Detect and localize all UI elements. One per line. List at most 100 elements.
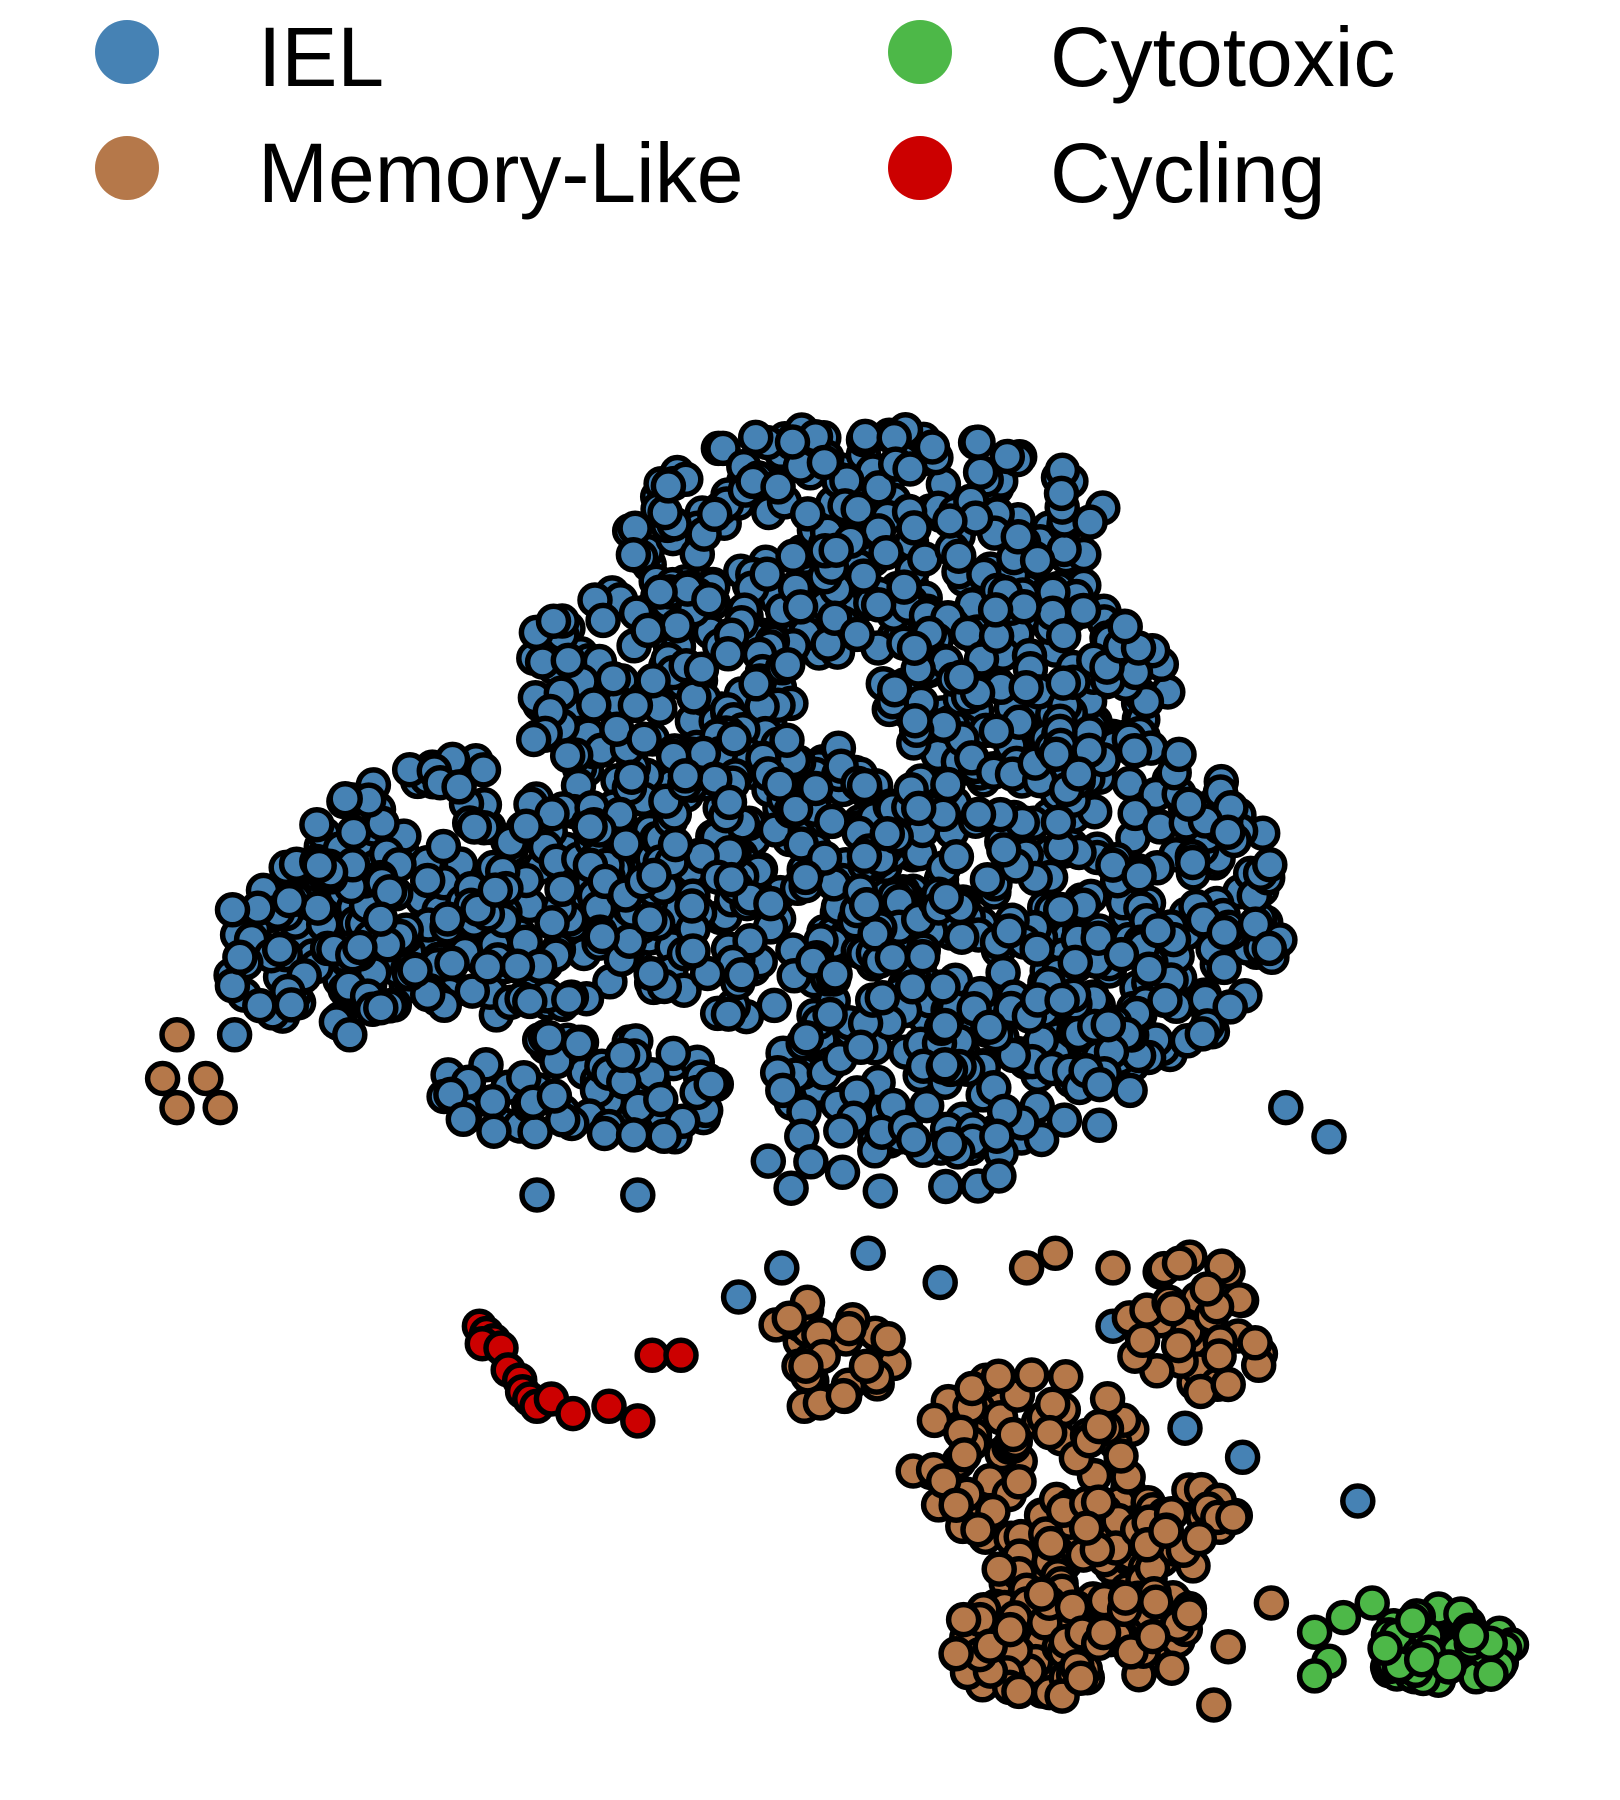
point-iel: [299, 806, 335, 843]
point-iel: [261, 931, 298, 968]
point-iel: [797, 770, 834, 807]
point-iel: [960, 424, 996, 460]
point-iel: [839, 616, 875, 653]
point-iel: [928, 879, 964, 916]
point-iel: [927, 1007, 963, 1044]
point-iel: [1019, 542, 1056, 579]
point-memory-like: [1107, 1580, 1144, 1616]
point-iel: [960, 796, 997, 833]
point-iel: [615, 537, 652, 573]
point-iel: [908, 1087, 945, 1124]
point-iel: [848, 887, 885, 923]
point-memory-like: [159, 1089, 195, 1126]
point-iel: [1167, 1410, 1203, 1446]
point-iel: [1081, 1066, 1118, 1103]
point-cytotoxic: [1354, 1585, 1390, 1621]
point-cytotoxic: [1296, 1658, 1333, 1694]
point-iel: [930, 766, 966, 803]
point-iel: [633, 955, 669, 992]
point-iel: [850, 1235, 886, 1272]
point-iel: [242, 987, 278, 1024]
point-iel: [1140, 912, 1176, 949]
point-iel: [914, 429, 951, 465]
point-iel: [560, 1026, 597, 1062]
point-iel: [465, 752, 502, 788]
point-cytotoxic: [1296, 1614, 1333, 1650]
point-iel: [944, 919, 980, 955]
point-iel: [273, 987, 310, 1023]
point-memory-like: [981, 1551, 1017, 1587]
point-iel: [1121, 858, 1157, 894]
point-iel: [969, 861, 1006, 898]
point-memory-like: [938, 1487, 974, 1523]
point-iel: [659, 607, 695, 644]
point-iel: [650, 468, 687, 504]
point-iel: [711, 784, 748, 821]
point-memory-like: [1037, 1235, 1074, 1272]
point-iel: [1040, 804, 1077, 840]
point-iel: [738, 666, 774, 702]
point-iel: [925, 969, 961, 1005]
point-iel: [674, 888, 710, 924]
point-iel: [981, 1158, 1017, 1194]
point-memory-like: [1047, 1359, 1084, 1395]
point-iel: [788, 1020, 825, 1056]
point-iel: [469, 949, 506, 985]
point-iel: [843, 1029, 879, 1066]
point-cycling: [634, 1337, 670, 1374]
point-iel: [876, 671, 913, 708]
point-memory-like: [1153, 1650, 1190, 1686]
point-memory-like: [1237, 1325, 1273, 1361]
point-memory-like: [1033, 1525, 1069, 1562]
point-cytotoxic: [1394, 1603, 1431, 1639]
point-memory-like: [1181, 1520, 1218, 1557]
point-memory-like: [1023, 1576, 1060, 1612]
point-memory-like: [202, 1089, 238, 1126]
point-memory-like: [825, 1377, 862, 1414]
point-iel: [710, 636, 746, 672]
point-iel: [301, 847, 337, 884]
point-iel: [1107, 608, 1143, 645]
point-iel: [604, 1037, 641, 1074]
point-cycling: [591, 1388, 627, 1425]
point-memory-like: [1138, 1584, 1174, 1620]
legend-swatch-iel: [95, 20, 159, 84]
point-memory-like: [1124, 1322, 1161, 1359]
point-iel: [595, 660, 632, 697]
point-cytotoxic: [1473, 1656, 1509, 1692]
point-iel: [1224, 1439, 1261, 1476]
point-memory-like: [159, 1017, 195, 1053]
point-iel: [1206, 914, 1243, 951]
point-memory-like: [992, 1611, 1028, 1648]
point-iel: [1206, 949, 1242, 986]
point-cytotoxic: [1453, 1618, 1490, 1654]
point-memory-like: [1196, 1687, 1232, 1723]
point-iel: [774, 424, 811, 460]
point-memory-like: [1063, 1660, 1099, 1696]
legend-label-cycling: Cycling: [1050, 126, 1325, 220]
point-memory-like: [1215, 1499, 1251, 1536]
point-iel: [1311, 1119, 1347, 1155]
point-iel: [454, 973, 491, 1009]
point-iel: [1000, 519, 1037, 555]
point-iel: [860, 587, 897, 623]
point-memory-like: [1210, 1366, 1246, 1403]
point-iel: [1103, 936, 1140, 973]
point-iel: [1044, 982, 1080, 1019]
point-iel: [1116, 733, 1153, 769]
point-iel: [512, 983, 548, 1020]
point-iel: [456, 809, 493, 845]
point-iel: [864, 979, 901, 1016]
legend-label-memory-like: Memory-Like: [258, 126, 743, 220]
point-iel: [869, 816, 906, 852]
point-iel: [550, 642, 587, 679]
point-iel: [896, 630, 933, 666]
point-iel: [789, 496, 826, 532]
point-iel: [928, 1168, 964, 1205]
point-memory-like: [1155, 1291, 1191, 1327]
point-iel: [750, 1143, 787, 1179]
point-iel: [895, 1121, 932, 1158]
point-iel: [756, 987, 793, 1024]
point-iel: [764, 1250, 800, 1286]
